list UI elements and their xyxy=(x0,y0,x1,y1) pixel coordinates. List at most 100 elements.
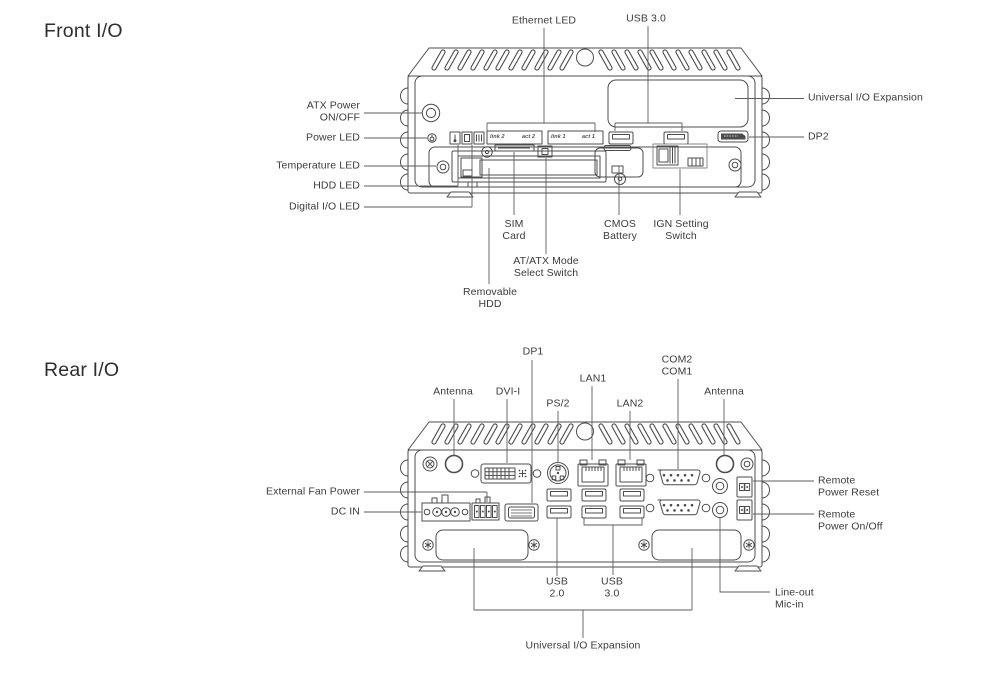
ethernet-led-panel-1 xyxy=(547,130,604,145)
label-antenna-right: Antenna xyxy=(704,385,744,398)
label-ethernet-led: Ethernet LED xyxy=(511,14,577,27)
leader-ethernet-led xyxy=(486,28,596,132)
usb2-port-2 xyxy=(546,505,572,519)
usb3-port-front-2 xyxy=(663,131,689,145)
at-atx-mode-select-switch xyxy=(537,145,553,158)
dc-in-connector xyxy=(421,494,471,522)
removable-hdd-tray xyxy=(451,146,607,188)
cutout-screw xyxy=(528,539,540,551)
cutout-screw xyxy=(422,539,434,551)
label-hdd-led: HDD LED xyxy=(313,179,360,192)
usb3-port-rear-4 xyxy=(619,505,645,519)
remote-power-reset-header xyxy=(736,476,753,498)
label-dc-in: DC IN xyxy=(330,505,360,518)
mic-in-jack xyxy=(712,502,728,518)
panel-text-link2: link 2 xyxy=(490,134,505,140)
chassis-foot xyxy=(418,565,446,572)
leader-lines-front xyxy=(364,26,804,284)
label-dvi-i: DVI-I xyxy=(495,385,521,398)
heatsink-notch-front xyxy=(576,48,594,67)
usb3-port-rear-1 xyxy=(581,488,607,502)
com1-port xyxy=(645,499,711,516)
screw-top-left xyxy=(422,456,438,472)
label-dp1: DP1 xyxy=(522,345,544,358)
panel-screw-right xyxy=(728,158,742,172)
dp2-port xyxy=(717,130,749,143)
label-usb3-front: USB 3.0 xyxy=(626,12,666,25)
com2-port xyxy=(645,469,711,486)
power-led-indicator xyxy=(427,133,437,143)
lan2-port xyxy=(615,459,647,487)
heatsink-fins-rear xyxy=(434,422,738,442)
leader-universal-io-rear xyxy=(473,548,693,638)
label-com2-com1: COM2 COM1 xyxy=(661,353,693,377)
label-antenna-left: Antenna xyxy=(433,385,473,398)
antenna-port-left xyxy=(444,454,464,474)
label-usb3-rear: USB 3.0 xyxy=(601,575,623,599)
dvi-i-port xyxy=(470,463,542,484)
leader-lines-rear xyxy=(364,360,814,638)
chassis-foot xyxy=(446,191,474,198)
front-io-title: Front I/O xyxy=(44,20,123,42)
heatsink-fins-front xyxy=(434,48,738,68)
hdd-led-indicator xyxy=(461,131,473,145)
label-power-led: Power LED xyxy=(305,131,360,144)
chassis-front xyxy=(400,47,770,198)
leader-usb3-front xyxy=(614,26,683,131)
label-usb2-rear: USB 2.0 xyxy=(546,575,568,599)
heatsink-notch-rear xyxy=(576,422,594,441)
front-lower-panel xyxy=(428,146,742,188)
label-temperature-led: Temperature LED xyxy=(276,159,360,172)
dp1-port xyxy=(504,503,539,522)
leader-line-out-mic-in xyxy=(719,518,770,593)
label-dp2: DP2 xyxy=(808,130,829,143)
rear-face-panel xyxy=(414,449,756,563)
label-universal-io-rear: Universal I/O Expansion xyxy=(525,639,641,652)
label-ign-setting-switch: IGN Setting Switch xyxy=(653,218,709,242)
panel-text-act2: act 2 xyxy=(522,134,536,140)
universal-io-expansion-slot-front xyxy=(607,79,749,128)
chassis-foot xyxy=(734,191,762,198)
label-digital-io-led: Digital I/O LED xyxy=(289,200,360,213)
atx-power-button xyxy=(421,103,441,123)
label-ps2: PS/2 xyxy=(546,397,570,410)
label-sim-card: SIM Card xyxy=(502,218,526,242)
label-remote-power-reset: Remote Power Reset xyxy=(818,474,880,498)
leader-external-fan-power xyxy=(364,491,488,502)
label-lan1: LAN1 xyxy=(579,372,607,385)
label-universal-io-front: Universal I/O Expansion xyxy=(808,91,923,104)
label-remote-power-onoff: Remote Power On/Off xyxy=(818,508,883,532)
usb3-port-front-1 xyxy=(608,131,634,145)
label-cmos-battery: CMOS Battery xyxy=(603,218,637,242)
temperature-led-indicator xyxy=(449,131,461,145)
remote-power-onoff-header xyxy=(736,499,753,521)
usb3-port-rear-2 xyxy=(619,488,645,502)
ps2-port xyxy=(547,462,569,484)
label-external-fan-power: External Fan Power xyxy=(265,485,360,498)
rear-io-title: Rear I/O xyxy=(44,359,120,381)
usb2-port-1 xyxy=(546,488,572,502)
panel-screw-left xyxy=(436,160,450,174)
ethernet-led-panel-2 xyxy=(486,130,543,145)
leader-digital-io-led xyxy=(364,145,473,208)
ign-setting-switch xyxy=(652,143,708,169)
line-out-jack xyxy=(712,478,728,494)
label-at-atx-mode: AT/ATX Mode Select Switch xyxy=(513,255,579,279)
panel-text-link1: link 1 xyxy=(551,134,566,140)
external-fan-power-connector xyxy=(471,496,500,521)
digital-io-led-indicator xyxy=(473,131,485,145)
chassis-foot xyxy=(734,565,762,572)
label-line-out-mic-in: Line-out Mic-in xyxy=(775,586,814,610)
cutout-screw xyxy=(743,539,755,551)
antenna-port-right xyxy=(715,454,735,474)
universal-io-cutout-left xyxy=(435,529,529,561)
chassis-rear xyxy=(400,421,770,572)
lan1-port xyxy=(577,459,609,487)
panel-text-act1: act 1 xyxy=(582,134,596,140)
leader-usb3-rear xyxy=(583,518,643,575)
usb3-port-rear-3 xyxy=(581,505,607,519)
screw-top-right xyxy=(740,457,754,471)
cutout-screw xyxy=(638,539,650,551)
label-atx-power: ATX Power ON/OFF xyxy=(306,99,360,123)
